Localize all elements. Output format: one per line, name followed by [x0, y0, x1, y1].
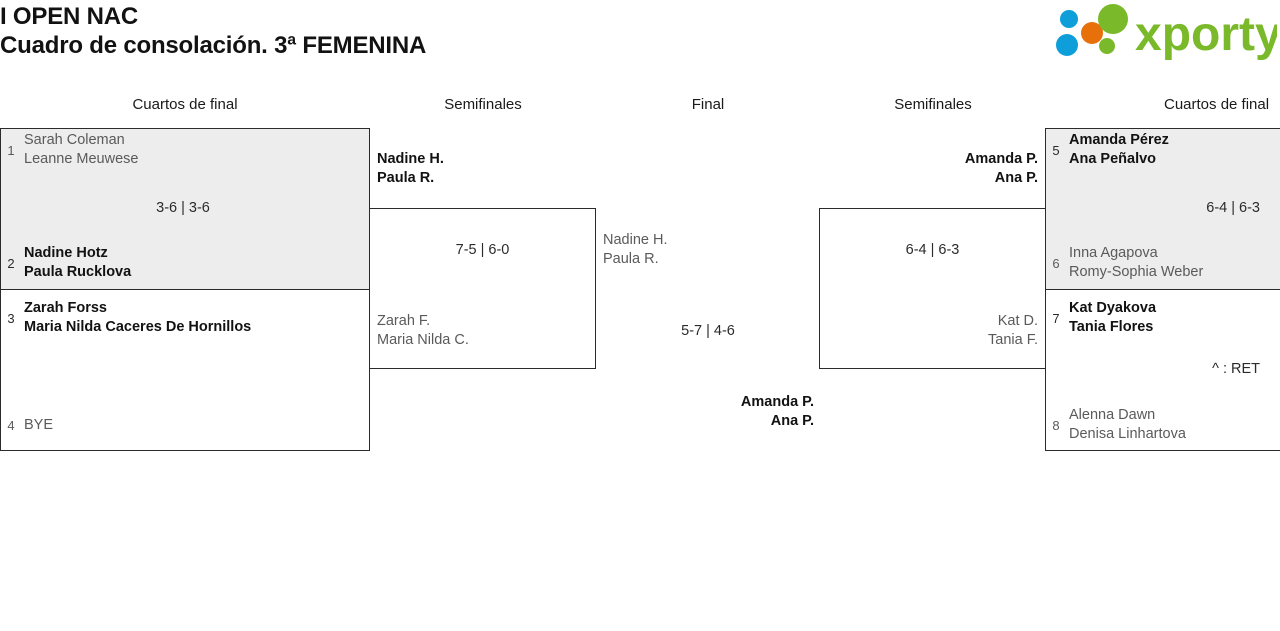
- team-names: Zarah F. Maria Nilda C.: [377, 312, 469, 350]
- logo-wordmark: xporty: [1135, 8, 1277, 61]
- player-name: Denisa Linhartova: [1069, 426, 1186, 442]
- match-box-qf2-right[interactable]: [1045, 289, 1280, 451]
- seed-number: 3: [7, 310, 15, 326]
- logo-dot-orange: [1081, 22, 1103, 44]
- team-semifinal-left-top[interactable]: Nadine H. Paula R.: [377, 150, 444, 188]
- player-name: Ana P.: [994, 170, 1038, 186]
- player-name: Maria Nilda Caceres De Hornillos: [24, 319, 252, 335]
- score-qf1-left: 3-6 | 3-6: [156, 200, 210, 216]
- round-header-final: Final: [691, 96, 725, 113]
- player-name: Leanne Meuwese: [24, 151, 139, 167]
- team-qf2-right-top[interactable]: 7 Kat Dyakova Tania Flores: [1049, 299, 1156, 337]
- team-qf1-left-top[interactable]: 1 Sarah Coleman Leanne Meuwese: [4, 131, 138, 169]
- team-names: Nadine H. Paula R.: [603, 231, 667, 269]
- score-qf2-right: ^ : RET: [1212, 361, 1260, 377]
- score-semifinal-left: 7-5 | 6-0: [455, 242, 510, 258]
- team-names: Sarah Coleman Leanne Meuwese: [18, 131, 138, 169]
- player-name: Nadine H.: [603, 232, 668, 248]
- player-name: Sarah Coleman: [24, 132, 125, 148]
- player-name: Paula Rucklova: [24, 264, 132, 280]
- team-names: Amanda P. Ana P.: [820, 150, 1038, 188]
- player-name: Amanda P.: [740, 394, 814, 410]
- seed-number: 2: [7, 255, 15, 271]
- seed-number: 6: [1052, 255, 1060, 271]
- team-qf1-left-bottom[interactable]: 2 Nadine Hotz Paula Rucklova: [4, 244, 131, 282]
- player-name: Tania F.: [988, 332, 1038, 348]
- xporty-logo[interactable]: xporty: [1045, 2, 1277, 62]
- seed-number: 5: [1052, 142, 1060, 158]
- tournament-name: I OPEN NAC: [0, 3, 139, 30]
- match-box-semifinal-right[interactable]: [819, 208, 1046, 369]
- draw-subtitle: Cuadro de consolación. 3ª FEMENINA: [0, 32, 427, 59]
- team-names: Kat Dyakova Tania Flores: [1063, 299, 1156, 337]
- score-qf1-right: 6-4 | 6-3: [1206, 200, 1260, 216]
- player-name: Maria Nilda C.: [377, 332, 469, 348]
- player-name: Kat Dyakova: [1069, 300, 1157, 316]
- player-name: Nadine Hotz: [24, 245, 108, 261]
- player-name: Paula R.: [603, 251, 659, 267]
- logo-dot-blue-small: [1060, 10, 1078, 28]
- team-names: Inna Agapova Romy-Sophia Weber: [1063, 244, 1203, 282]
- player-name: Amanda P.: [964, 151, 1038, 167]
- team-names: Zarah Forss Maria Nilda Caceres De Horni…: [18, 299, 251, 337]
- player-name: Zarah Forss: [24, 300, 107, 316]
- team-names: Nadine Hotz Paula Rucklova: [18, 244, 131, 282]
- team-names: BYE: [18, 416, 53, 435]
- page-header: I OPEN NAC Cuadro de consolación. 3ª FEM…: [0, 0, 1280, 88]
- player-name: Amanda Pérez: [1069, 132, 1169, 148]
- team-names: Kat D. Tania F.: [820, 312, 1038, 350]
- match-box-semifinal-left[interactable]: [369, 208, 596, 369]
- player-name: Paula R.: [377, 170, 435, 186]
- team-semifinal-right-top[interactable]: Amanda P. Ana P.: [820, 150, 1038, 188]
- player-name: Romy-Sophia Weber: [1069, 264, 1204, 280]
- round-header-quarterfinals-right: Cuartos de final: [1164, 96, 1270, 113]
- player-name: BYE: [24, 417, 54, 433]
- team-final-left[interactable]: Nadine H. Paula R.: [603, 231, 667, 269]
- tournament-title-block: I OPEN NAC Cuadro de consolación. 3ª FEM…: [0, 0, 426, 60]
- team-qf2-left-top[interactable]: 3 Zarah Forss Maria Nilda Caceres De Hor…: [4, 299, 251, 337]
- player-name: Alenna Dawn: [1069, 407, 1156, 423]
- team-qf2-left-bottom[interactable]: 4 BYE: [4, 416, 53, 435]
- player-name: Ana Peñalvo: [1069, 151, 1157, 167]
- player-name: Ana P.: [770, 413, 814, 429]
- team-names: Amanda P. Ana P.: [596, 393, 814, 431]
- team-qf1-right-bottom[interactable]: 6 Inna Agapova Romy-Sophia Weber: [1049, 244, 1203, 282]
- team-names: Nadine H. Paula R.: [377, 150, 444, 188]
- xporty-logo-svg: xporty: [1056, 4, 1277, 61]
- seed-number: 8: [1052, 417, 1060, 433]
- player-name: Tania Flores: [1069, 319, 1154, 335]
- team-names: Alenna Dawn Denisa Linhartova: [1063, 406, 1186, 444]
- match-box-qf2-left[interactable]: [0, 289, 370, 451]
- match-box-qf1-right[interactable]: [1045, 128, 1280, 290]
- team-qf2-right-bottom[interactable]: 8 Alenna Dawn Denisa Linhartova: [1049, 406, 1186, 444]
- team-final-right[interactable]: Amanda P. Ana P.: [596, 393, 814, 431]
- round-header-quarterfinals-left: Cuartos de final: [132, 96, 238, 113]
- logo-dot-green-large: [1098, 4, 1128, 34]
- seed-number: 4: [7, 418, 15, 433]
- team-qf1-right-top[interactable]: 5 Amanda Pérez Ana Peñalvo: [1049, 131, 1169, 169]
- round-header-semifinals-left: Semifinales: [444, 96, 522, 113]
- seed-number: 1: [7, 142, 15, 158]
- round-header-semifinals-right: Semifinales: [894, 96, 972, 113]
- score-semifinal-right: 6-4 | 6-3: [905, 242, 960, 258]
- seed-number: 7: [1052, 310, 1060, 326]
- score-final: 5-7 | 4-6: [681, 323, 735, 339]
- team-semifinal-right-bottom[interactable]: Kat D. Tania F.: [820, 312, 1038, 350]
- player-name: Nadine H.: [377, 151, 444, 167]
- player-name: Kat D.: [997, 313, 1038, 329]
- logo-dot-green-small: [1099, 38, 1115, 54]
- player-name: Zarah F.: [377, 313, 431, 329]
- team-semifinal-left-bottom[interactable]: Zarah F. Maria Nilda C.: [377, 312, 469, 350]
- logo-dot-blue-large: [1056, 34, 1078, 56]
- team-names: Amanda Pérez Ana Peñalvo: [1063, 131, 1169, 169]
- player-name: Inna Agapova: [1069, 245, 1158, 261]
